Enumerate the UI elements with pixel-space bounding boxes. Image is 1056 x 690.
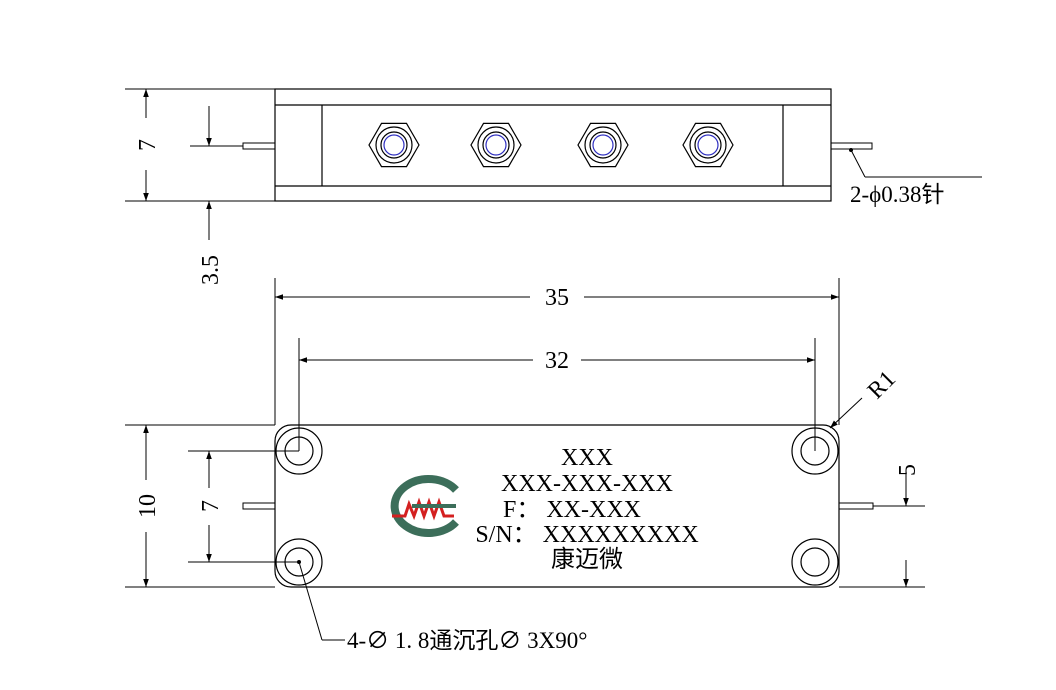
bottom-right-pin [838, 502, 874, 510]
connector [470, 122, 522, 168]
dim-pin-offset: 3.5 [190, 106, 243, 285]
dim-hole-spacing: 32 [298, 338, 816, 451]
pin-callout-label: 2-ϕ0.38针 [850, 182, 945, 207]
pin-callout: 2-ϕ0.38针 [849, 148, 982, 207]
dim-pin-offset-label: 3.5 [198, 255, 224, 285]
dim-hole-spacing-label: 32 [545, 348, 569, 374]
bottom-view: XXX XXX-XXX-XXX F： XX-XXX S/N： XXXXXXXXX… [125, 278, 925, 653]
radius-callout: R1 [829, 366, 901, 429]
connector [577, 122, 629, 168]
logo-ring [390, 475, 459, 537]
top-view: 7 3.5 2-ϕ0.38针 [125, 88, 982, 285]
mounting-hole [791, 538, 839, 586]
nameplate-line-3: F： XX-XXX [503, 497, 641, 523]
dim-overall-width-label: 35 [545, 285, 569, 311]
dim-hole-vertical: 7 [188, 450, 299, 563]
nameplate-line-5: 康迈微 [551, 546, 623, 573]
dim-hole-vertical-label: 7 [198, 500, 224, 512]
top-body-outline [274, 88, 832, 202]
dim-pin-height-label: 5 [895, 464, 921, 476]
hole-callout-label: 4-∅ 1. 8通沉孔∅ 3X90° [347, 628, 587, 653]
nameplate-line-1: XXX [561, 445, 613, 471]
company-logo [390, 475, 459, 537]
dim-bottom-height-label: 10 [135, 494, 161, 518]
dim-top-height: 7 [125, 88, 275, 202]
dim-top-height-label: 7 [135, 139, 161, 151]
bottom-left-pin [242, 502, 276, 510]
hole-callout: 4-∅ 1. 8通沉孔∅ 3X90° [297, 560, 587, 653]
top-left-pin [242, 142, 276, 150]
dim-pin-height: 5 [839, 464, 925, 588]
radius-callout-label: R1 [863, 366, 901, 404]
dim-overall-width: 35 [274, 278, 840, 425]
nameplate-line-4: S/N： XXXXXXXXX [475, 522, 698, 548]
dim-bottom-height: 10 [125, 424, 275, 588]
nameplate: XXX XXX-XXX-XXX F： XX-XXX S/N： XXXXXXXXX… [475, 445, 698, 573]
connector [682, 122, 734, 168]
connector [368, 122, 420, 168]
nameplate-line-2: XXX-XXX-XXX [501, 471, 673, 497]
